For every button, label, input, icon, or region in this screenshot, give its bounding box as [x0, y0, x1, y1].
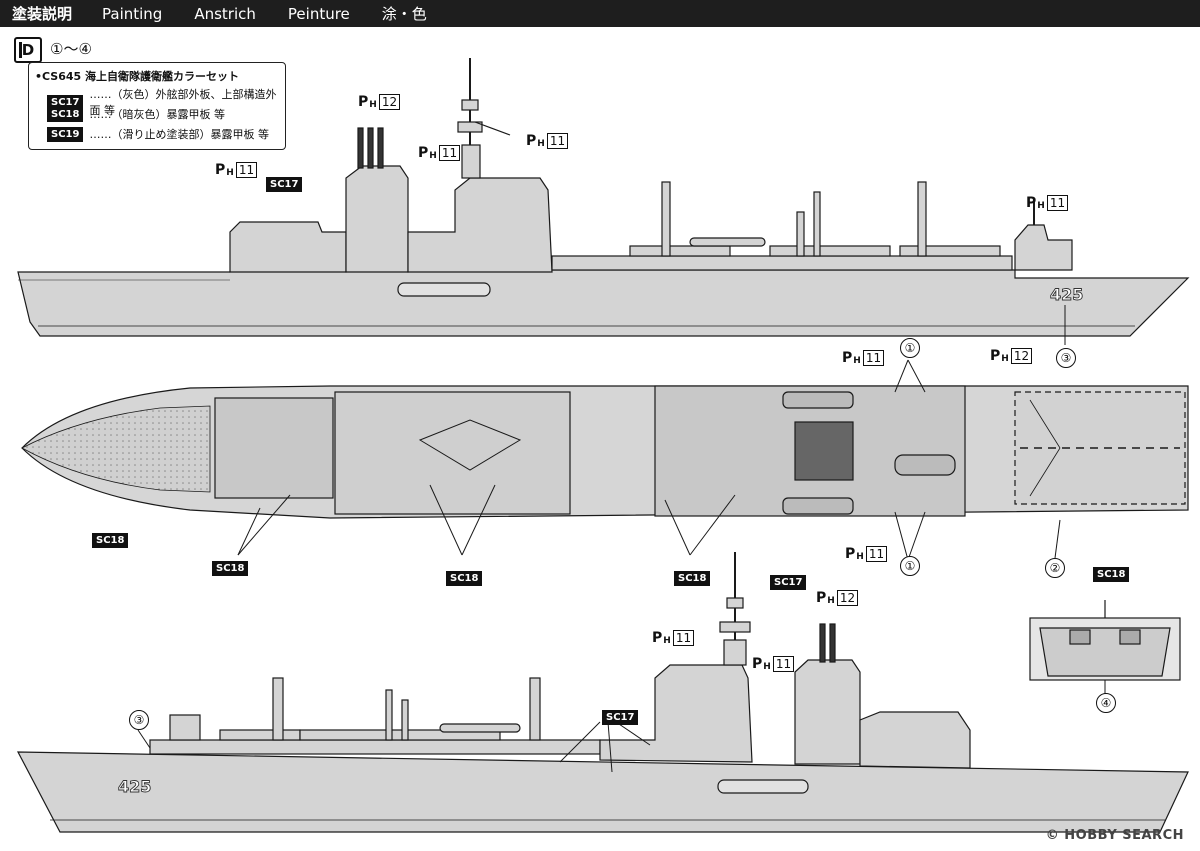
- header-term-en: Painting: [102, 4, 163, 23]
- legend-row: SC17 ……（灰色）外舷部外板、上部構造外面 等: [47, 86, 285, 118]
- header-term-fr: Peinture: [287, 4, 350, 23]
- sc18-label: SC18: [1093, 562, 1130, 582]
- color-desc: ……（滑り止め塗装部）暴露甲板 等: [89, 128, 269, 141]
- kingpost-5: [272, 677, 284, 741]
- main-mast: [457, 58, 511, 179]
- legend-title: •CS645 海上自衛隊護衛艦カラーセット: [35, 70, 240, 83]
- color-desc: ……（暗灰色）暴露甲板 等: [89, 108, 225, 121]
- callout-1: ①: [900, 556, 920, 576]
- kingpost-1: [661, 181, 671, 257]
- aft-hangar: [1014, 224, 1073, 271]
- sc17-label: SC17: [770, 570, 807, 590]
- color-legend: •CS645 海上自衛隊護衛艦カラーセット SC17 ……（灰色）外舷部外板、上…: [28, 62, 286, 150]
- sc18-label: SC18: [446, 566, 483, 586]
- flight-deck: [1014, 391, 1186, 505]
- kingpost-4: [917, 181, 927, 257]
- deck-plan: [21, 385, 1189, 519]
- sc17-label: SC17: [602, 705, 639, 725]
- sc18-label: SC18: [674, 566, 711, 586]
- deck-bridge-block: [334, 391, 571, 515]
- bridge-block-port: [599, 664, 753, 763]
- header-title-ja: 塗装説明: [12, 5, 73, 23]
- sc18-label: SC18: [212, 556, 249, 576]
- hull-port: [16, 751, 1189, 833]
- step-letter-box: D: [14, 37, 42, 63]
- watermark: © HOBBY SEARCH: [1045, 828, 1184, 843]
- callout-1: ①: [900, 338, 920, 358]
- callout-4: ④: [1096, 693, 1116, 713]
- kingpost-3: [813, 191, 821, 257]
- legend-row: SC18 ……（暗灰色）暴露甲板 等: [47, 106, 225, 122]
- sc17-label: SC17: [266, 172, 303, 192]
- kingpost-8: [529, 677, 541, 741]
- forward-superstructure: [229, 221, 347, 273]
- color-code-badge: SC18: [47, 106, 84, 122]
- hull-number-starboard: 425: [1050, 285, 1083, 304]
- kingpost-7: [401, 699, 409, 741]
- callout-3: ③: [129, 710, 149, 730]
- side-profile-port: [16, 552, 1189, 833]
- bridge-block: [407, 177, 553, 273]
- header-term-de: Anstrich: [194, 4, 256, 23]
- side-profile-starboard: [17, 58, 1190, 337]
- leader-lines: [137, 305, 1106, 773]
- detail-inset: [1029, 600, 1181, 681]
- color-code-badge: SC19: [47, 126, 84, 142]
- deck-fwd-block: [214, 397, 334, 499]
- callout-3: ③: [1056, 348, 1076, 368]
- header-bar: 塗装説明 Painting Anstrich Peinture 涂・色: [0, 0, 1200, 27]
- color-code-badge: SC17: [47, 94, 84, 110]
- color-desc: ……（灰色）外舷部外板、上部構造外面 等: [89, 88, 277, 117]
- hull-number-port: 425: [118, 777, 151, 796]
- kingpost-6: [385, 689, 393, 741]
- main-mast-port: [719, 552, 751, 666]
- step-range: ①〜④: [50, 40, 92, 58]
- kingpost-2: [796, 211, 805, 257]
- sc18-label: SC18: [92, 528, 129, 548]
- funnel-block: [345, 165, 409, 273]
- callout-2: ②: [1045, 558, 1065, 578]
- funnel-block-port: [794, 659, 861, 765]
- legend-row: SC19 ……（滑り止め塗装部）暴露甲板 等: [47, 126, 269, 142]
- header-term-zh: 涂・色: [381, 5, 427, 23]
